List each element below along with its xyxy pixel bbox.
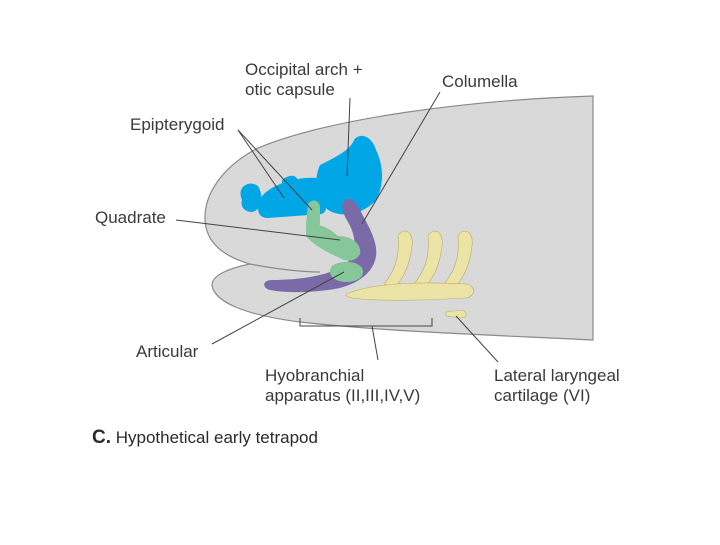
mouth-line	[249, 263, 321, 273]
label-lateral-laryngeal: Lateral laryngeal cartilage (VI)	[494, 366, 620, 406]
braincase-lobe-left	[240, 183, 262, 212]
arch-ii	[383, 230, 413, 289]
basibranchial-rod	[345, 282, 474, 301]
branchial-arches	[345, 230, 474, 319]
leader-lines	[175, 91, 499, 363]
label-line: otic capsule	[245, 80, 335, 99]
hyobranchial-bracket	[299, 318, 433, 327]
leader-articular	[211, 271, 345, 345]
leader-occipital	[346, 97, 351, 177]
articular-shape	[329, 261, 364, 282]
caption-text: Hypothetical early tetrapod	[115, 428, 318, 447]
label-quadrate: Quadrate	[95, 208, 166, 227]
leader-laryngeal	[455, 315, 499, 363]
figure-caption: C. Hypothetical early tetrapod	[92, 427, 318, 449]
label-articular: Articular	[136, 342, 199, 361]
head-silhouette	[204, 95, 594, 341]
leader-epipterygoid-a	[237, 129, 285, 199]
leader-columella	[361, 91, 441, 225]
label-line: Lateral laryngeal	[494, 366, 620, 385]
otic-capsule-shape	[316, 135, 382, 215]
arch-iv	[443, 230, 473, 289]
label-line: apparatus (II,III,IV,V)	[265, 386, 421, 405]
leader-epipterygoid-b	[237, 129, 313, 211]
label-hyobranchial: Hyobranchial apparatus (II,III,IV,V)	[265, 366, 420, 406]
lateral-laryngeal-cartilage-shape	[445, 309, 467, 319]
caption-letter: C.	[92, 427, 111, 448]
label-line: Occipital arch +	[245, 60, 363, 79]
label-line: cartilage (VI)	[494, 386, 591, 405]
quadrate-shape	[306, 223, 361, 261]
leader-hyobranchial	[371, 325, 379, 361]
label-line: Hyobranchial	[265, 366, 365, 385]
label-occipital-arch: Occipital arch + otic capsule	[245, 60, 363, 100]
arch-iii	[413, 230, 443, 289]
label-columella: Columella	[442, 72, 518, 91]
label-epipterygoid: Epipterygoid	[130, 115, 225, 134]
leader-quadrate	[175, 219, 341, 241]
